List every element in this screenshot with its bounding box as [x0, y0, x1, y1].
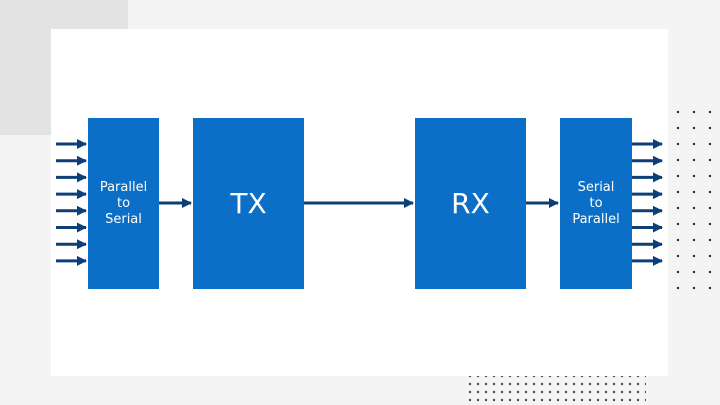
decorative-dot-grid-right	[670, 104, 720, 296]
parallel-input-arrows	[56, 139, 87, 266]
parallel-to-serial-label-line3: Serial	[105, 212, 142, 227]
serial-to-parallel-label-line1: Serial	[578, 180, 615, 195]
parallel-to-serial-label-line1: Parallel	[100, 180, 147, 195]
parallel-to-serial-label-line2: to	[117, 196, 130, 211]
serial-to-parallel-label-line3: Parallel	[572, 212, 619, 227]
parallel-to-serial-block	[88, 118, 159, 289]
decorative-dot-grid-bottom	[466, 372, 646, 405]
rx-label: RX	[451, 187, 490, 220]
parallel-output-arrows	[632, 139, 663, 266]
serial-to-parallel-label-line2: to	[589, 196, 602, 211]
tx-label: TX	[229, 187, 266, 220]
tx-block	[193, 118, 304, 289]
serial-to-parallel-block	[560, 118, 632, 289]
rx-block	[415, 118, 526, 289]
